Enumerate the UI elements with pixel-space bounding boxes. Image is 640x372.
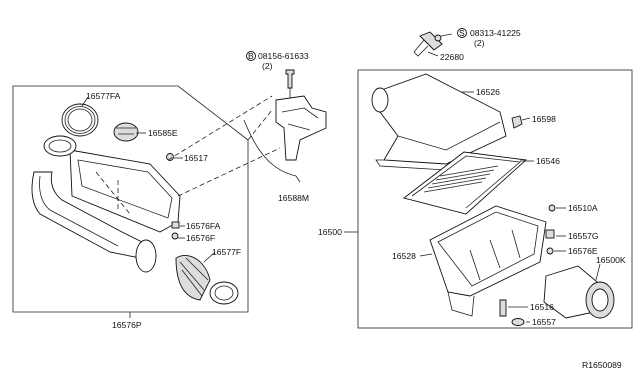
bolt-16516 <box>499 299 507 317</box>
badge-b-circle <box>246 51 256 61</box>
bolt-16517 <box>166 153 174 161</box>
bracket-16588m <box>275 95 327 161</box>
label-16576p: 16576P <box>112 320 142 330</box>
label-16577f: 16577F <box>212 247 241 257</box>
label-16526: 16526 <box>476 87 500 97</box>
cap-16585e <box>113 122 139 142</box>
upper-cover-16526 <box>375 73 507 165</box>
badge-s-circle <box>457 28 467 38</box>
bracket-rod <box>243 119 301 183</box>
label-16517: 16517 <box>184 153 208 163</box>
reference-code: R1650089 <box>582 360 622 370</box>
label-16516: 16516 <box>530 302 554 312</box>
label-16576e: 16576E <box>568 246 598 256</box>
label-16510a: 16510A <box>568 203 598 213</box>
bolt-16510a <box>548 204 556 212</box>
grommet-16557 <box>511 318 525 326</box>
clip-16598 <box>511 115 523 129</box>
label-22680: 22680 <box>440 52 464 62</box>
label-08156-61633: 08156-61633 <box>258 51 309 61</box>
lower-case-16528 <box>429 205 547 297</box>
filter-pleats <box>423 165 499 193</box>
label-16576fa: 16576FA <box>186 221 221 231</box>
label-16546: 16546 <box>536 156 560 166</box>
label-16577fa: 16577FA <box>86 91 121 101</box>
label-16557: 16557 <box>532 317 556 327</box>
clip-16576e <box>546 247 554 255</box>
sensor-22680 <box>419 31 443 51</box>
label-08313-qty: (2) <box>474 38 485 48</box>
label-16557g: 16557G <box>568 231 599 241</box>
filter-16546 <box>402 151 528 215</box>
badge-s: S <box>459 28 465 38</box>
clip-16576f <box>171 232 179 240</box>
grommet-16557g <box>545 229 555 239</box>
clamp-ring <box>43 135 77 157</box>
label-16598: 16598 <box>532 114 556 124</box>
label-08313-41225: 08313-41225 <box>470 28 521 38</box>
label-16500: 16500 <box>318 227 342 237</box>
label-16528: 16528 <box>392 251 416 261</box>
bolt-08156 <box>285 69 295 89</box>
cover-outlet <box>371 87 389 113</box>
label-16576f: 16576F <box>186 233 215 243</box>
label-08156-qty: (2) <box>262 61 273 71</box>
left-assembly-box <box>12 85 249 313</box>
hose-clamp <box>209 281 239 305</box>
right-assembly-box <box>357 69 633 329</box>
label-16500k: 16500K <box>596 255 626 265</box>
label-16588m: 16588M <box>278 193 309 203</box>
label-16585e: 16585E <box>148 128 178 138</box>
badge-b: B <box>248 51 254 61</box>
screw-08313 <box>434 34 442 42</box>
clip-16576fa <box>171 221 180 229</box>
clamp-16577fa <box>61 103 99 137</box>
hose-ring <box>135 239 157 273</box>
